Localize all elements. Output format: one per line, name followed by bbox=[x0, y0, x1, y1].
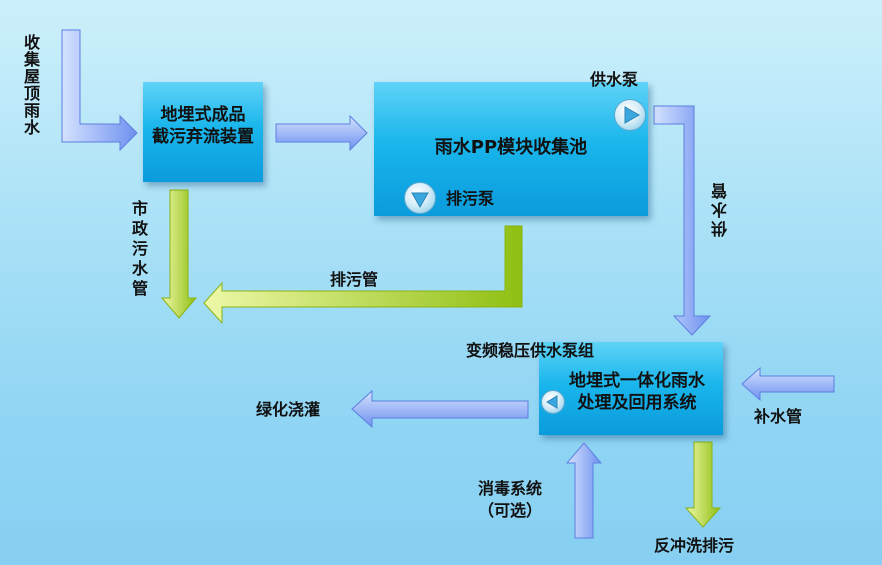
booster-pump-group-label: 变频稳压供水泵组 bbox=[466, 341, 595, 360]
device-to-pool-arrow bbox=[275, 114, 368, 152]
treatment-system-line2: 处理及回用系统 bbox=[577, 393, 697, 413]
backwash-arrow bbox=[684, 441, 722, 528]
interception-device-box: 地埋式成品 截污弃流装置 bbox=[143, 82, 263, 182]
municipal-sewer-label: 市政污水管 bbox=[129, 200, 148, 300]
sewage-pump-label: 排污泵 bbox=[446, 189, 495, 208]
irrigation-arrow bbox=[351, 389, 529, 429]
disinfection-arrow bbox=[565, 442, 603, 539]
treatment-system-box: 地埋式一体化雨水 处理及回用系统 bbox=[539, 342, 723, 435]
supply-pump-icon bbox=[614, 99, 646, 131]
roof-rainwater-arrow bbox=[61, 29, 138, 152]
supply-pipe-arrow bbox=[653, 105, 712, 336]
interception-device-line2: 截污弃流装置 bbox=[152, 127, 254, 147]
makeup-pipe-arrow bbox=[741, 366, 835, 402]
collection-pool-label: 雨水PP模块收集池 bbox=[434, 137, 588, 158]
roof-rainwater-label: 收集屋顶雨水 bbox=[21, 34, 40, 136]
disinfection-label: 消毒系统 （可选） bbox=[478, 478, 542, 522]
green-irrigation-label: 绿化浇灌 bbox=[256, 400, 321, 419]
supply-pipe-label: 供水管 bbox=[711, 180, 730, 237]
backwash-drain-label: 反冲洗排污 bbox=[654, 536, 735, 555]
makeup-pipe-label: 补水管 bbox=[754, 407, 803, 426]
disinfection-line2: （可选） bbox=[478, 501, 543, 520]
treatment-system-line1: 地埋式一体化雨水 bbox=[569, 371, 705, 391]
disinfection-line1: 消毒系统 bbox=[478, 479, 543, 498]
sewage-pipe-label: 排污管 bbox=[330, 270, 379, 289]
booster-pump-icon bbox=[541, 390, 565, 414]
supply-pump-label: 供水泵 bbox=[590, 70, 639, 89]
sewage-pump-icon bbox=[404, 182, 436, 214]
interception-device-line1: 地埋式成品 bbox=[160, 105, 246, 125]
sewage-pipe-arrow bbox=[203, 225, 523, 325]
municipal-sewer-arrow bbox=[160, 189, 198, 319]
